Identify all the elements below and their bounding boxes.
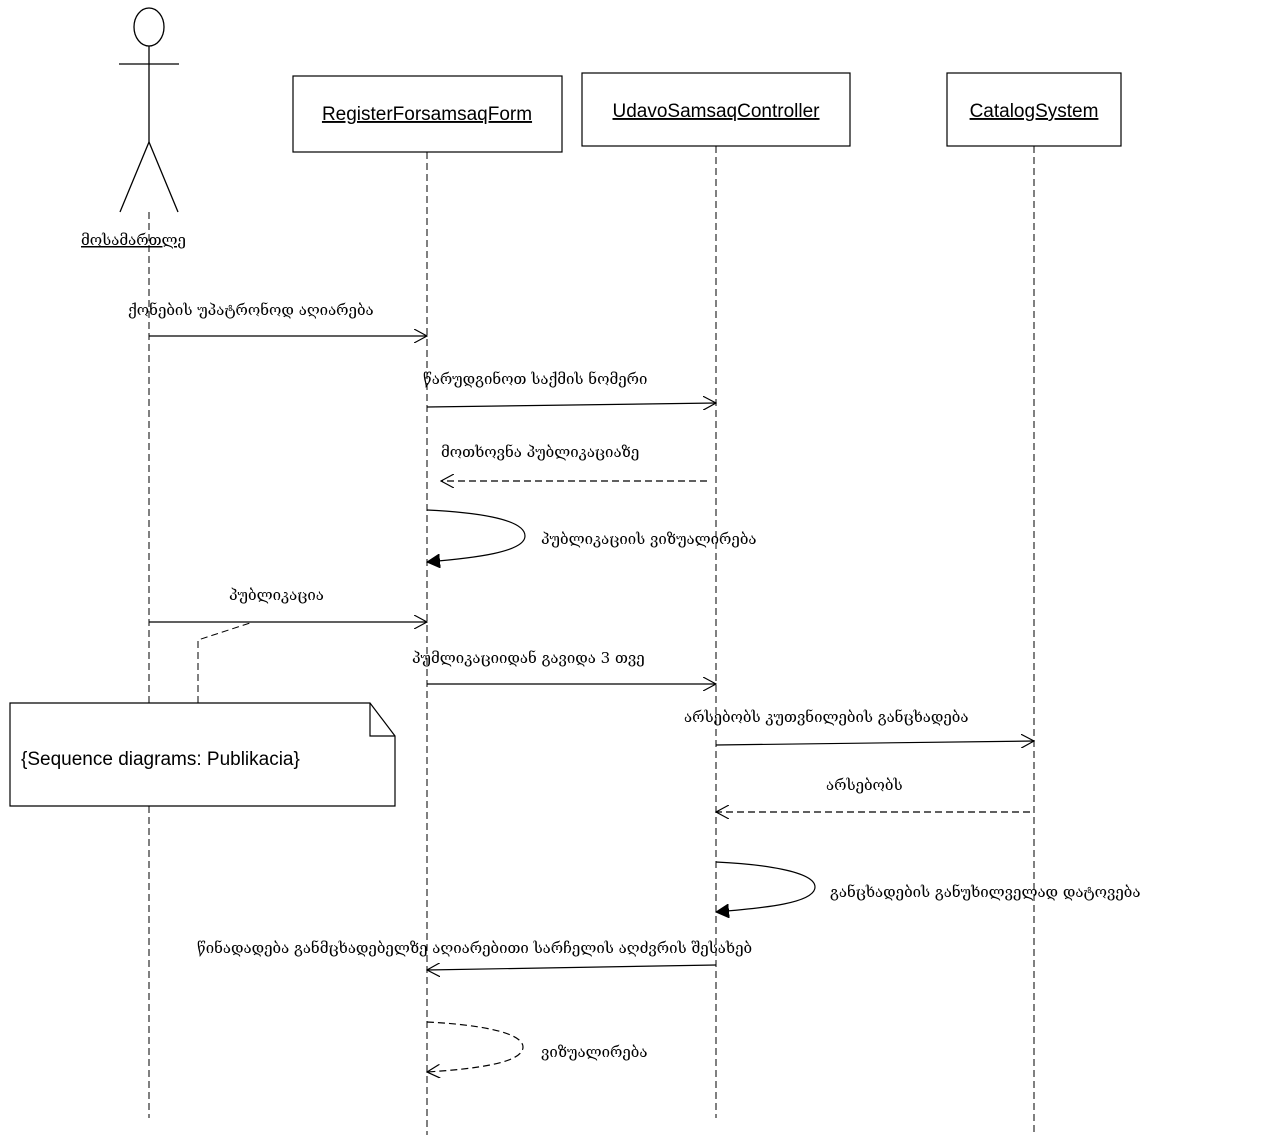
message-7-label: არსებობს კუთვნილების განცხადება bbox=[684, 708, 968, 726]
message-9-self-arrow bbox=[716, 861, 816, 912]
message-7-arrow bbox=[715, 741, 1034, 745]
message-5-label: პუბლიკაცია bbox=[229, 586, 324, 604]
message-4-label: პუბლიკაციის ვიზუალირება bbox=[541, 530, 757, 548]
message-8-label: არსებობს bbox=[826, 776, 903, 794]
message-4-self-arrow bbox=[427, 509, 526, 562]
diagram-note: {Sequence diagrams: Publikacia} bbox=[9, 702, 396, 807]
message-9-label: განცხადების განუხილველად დატოვება bbox=[830, 883, 1140, 901]
message-10-label: წინადადება განმცხადებელზე აღიარებითი სარ… bbox=[197, 939, 752, 957]
message-1-label: ქონების უპატრონოდ აღიარება bbox=[128, 301, 374, 319]
message-11-self-arrow bbox=[427, 1021, 524, 1072]
actor-stick-figure-icon bbox=[119, 7, 179, 213]
message-2-arrow bbox=[426, 403, 716, 407]
message-6-label: პუმლიკაციიდან გავიდა 3 თვე bbox=[412, 649, 645, 667]
message-10-arrow bbox=[427, 965, 717, 970]
actor-name: მოსამართლე bbox=[81, 231, 186, 249]
catalog-object-label: CatalogSystem bbox=[970, 101, 1099, 122]
message-11-label: ვიზუალირება bbox=[541, 1043, 647, 1061]
form-object-box bbox=[292, 75, 563, 153]
form-object-label: RegisterForsamsaqForm bbox=[322, 104, 532, 125]
note-text: {Sequence diagrams: Publikacia} bbox=[21, 749, 300, 770]
controller-object-box bbox=[581, 72, 851, 147]
controller-object-label: UdavoSamsaqController bbox=[613, 101, 821, 122]
catalog-object-box bbox=[946, 72, 1122, 147]
message-2-label: წარუდგინოთ საქმის ნომერი bbox=[423, 370, 647, 388]
message-3-label: მოთხოვნა პუბლიკაციაზე bbox=[441, 443, 639, 461]
note-connector bbox=[197, 622, 251, 703]
